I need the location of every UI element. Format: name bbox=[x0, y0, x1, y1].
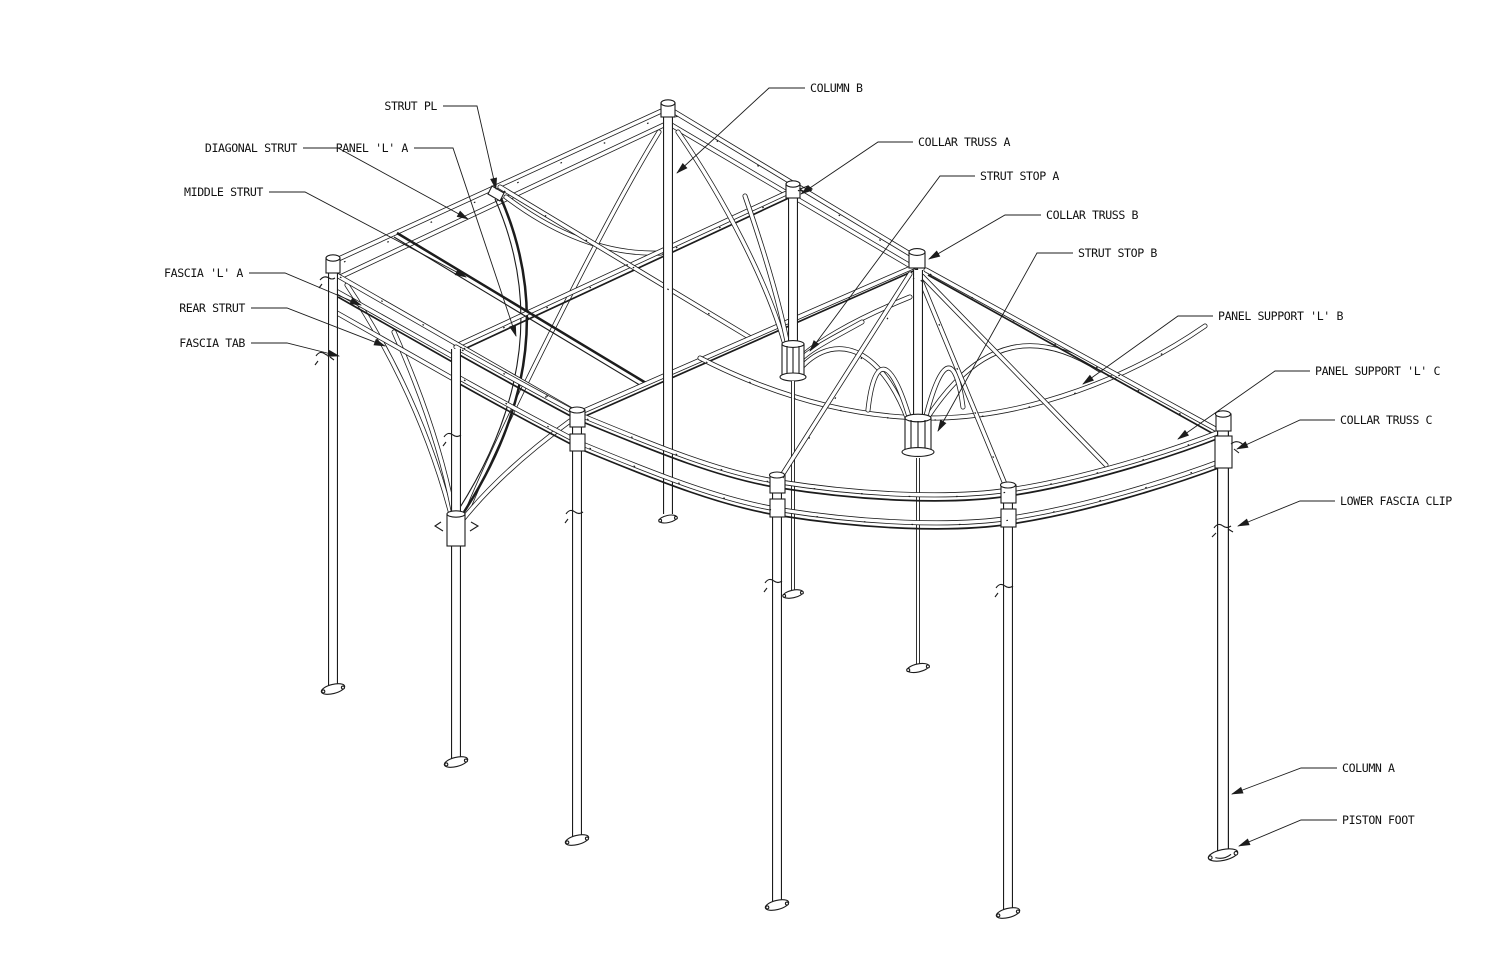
callout-strut-stop-b: STRUT STOP B bbox=[1078, 246, 1157, 260]
front-left-column bbox=[564, 406, 590, 846]
leader-panel-support-l-b bbox=[1082, 315, 1213, 385]
leader-panel-l-a bbox=[414, 147, 517, 337]
fan-rim-arcs bbox=[453, 344, 1227, 530]
callout-strut-pl: STRUT PL bbox=[384, 99, 437, 113]
callout-collar-truss-a: COLLAR TRUSS A bbox=[918, 135, 1011, 149]
strut-stop-b-assembly bbox=[901, 248, 935, 674]
arch-clamp-fitting bbox=[446, 513, 466, 547]
lower-fascia-clip-fitting bbox=[1211, 523, 1234, 538]
callout-fascia-tab: FASCIA TAB bbox=[179, 336, 245, 350]
leader-collar-truss-a bbox=[800, 141, 913, 195]
leader-panel-support-l-c bbox=[1177, 370, 1310, 440]
leader-collar-truss-c bbox=[1236, 419, 1335, 450]
front-left-edge-members bbox=[330, 261, 923, 419]
leader-piston-foot bbox=[1238, 819, 1337, 847]
front-left-clip bbox=[564, 509, 584, 524]
front-arc-clip-1 bbox=[763, 578, 783, 593]
callout-rear-strut: REAR STRUT bbox=[179, 301, 245, 315]
strut-stop-b-foot bbox=[906, 662, 930, 674]
callout-panel-support-l-c: PANEL SUPPORT 'L' C bbox=[1315, 364, 1440, 378]
column-b-foot bbox=[658, 514, 678, 524]
collar-truss-c-fitting bbox=[1214, 435, 1233, 469]
callout-collar-truss-c: COLLAR TRUSS C bbox=[1340, 413, 1433, 427]
callout-panel-l-a: PANEL 'L' A bbox=[336, 141, 409, 155]
column-b-member bbox=[658, 99, 678, 524]
leader-lower-fascia-clip bbox=[1237, 500, 1335, 527]
front-arc-foot-2 bbox=[995, 907, 1021, 919]
piston-foot-shape bbox=[1207, 848, 1239, 862]
callout-column-a: COLUMN A bbox=[1342, 761, 1395, 775]
left-mid-column bbox=[433, 349, 480, 768]
callouts: STRUT PL DIAGONAL STRUT PANEL 'L' A MIDD… bbox=[164, 81, 1453, 847]
column-a-member bbox=[1207, 410, 1246, 862]
left-mid-foot bbox=[443, 756, 469, 768]
strut-stop-a-foot bbox=[782, 589, 804, 599]
callout-strut-stop-a: STRUT STOP A bbox=[980, 169, 1059, 183]
callout-middle-strut: MIDDLE STRUT bbox=[184, 185, 263, 199]
fan-radial-struts bbox=[776, 267, 1224, 492]
callout-fascia-l-a: FASCIA 'L' A bbox=[164, 266, 243, 280]
leader-diagonal-strut bbox=[303, 147, 469, 220]
rear-left-column bbox=[314, 254, 346, 695]
leader-collar-truss-b bbox=[928, 214, 1041, 260]
leader-strut-stop-b bbox=[937, 252, 1073, 432]
front-left-foot bbox=[564, 834, 590, 846]
callout-panel-support-l-b: PANEL SUPPORT 'L' B bbox=[1218, 309, 1343, 323]
callout-diagonal-strut: DIAGONAL STRUT bbox=[205, 141, 298, 155]
leader-fascia-l-a bbox=[249, 272, 362, 306]
front-arc-clip-2 bbox=[994, 583, 1014, 598]
rear-left-foot bbox=[320, 683, 346, 695]
leader-column-a bbox=[1231, 767, 1337, 795]
callout-column-b: COLUMN B bbox=[810, 81, 863, 95]
callout-collar-truss-b: COLLAR TRUSS B bbox=[1046, 208, 1139, 222]
leader-middle-strut bbox=[269, 191, 467, 278]
strut-stop-a-arches bbox=[675, 129, 913, 370]
leader-strut-pl bbox=[443, 105, 497, 190]
callout-piston-foot: PISTON FOOT bbox=[1342, 813, 1415, 827]
left-mid-clip bbox=[442, 432, 462, 447]
frame-structure bbox=[314, 99, 1246, 919]
leader-fascia-tab bbox=[251, 342, 340, 357]
callout-lower-fascia-clip: LOWER FASCIA CLIP bbox=[1340, 494, 1452, 508]
leader-rear-strut bbox=[251, 307, 386, 347]
leader-strut-stop-a bbox=[809, 175, 975, 352]
front-arc-column-2 bbox=[994, 481, 1021, 919]
front-arc-column-1 bbox=[763, 471, 790, 911]
columns bbox=[314, 254, 1246, 919]
leader-column-b bbox=[676, 87, 805, 174]
rear-collar-arches bbox=[344, 129, 664, 526]
strut-stop-a-assembly bbox=[779, 180, 814, 599]
front-arc-foot-1 bbox=[764, 899, 790, 911]
